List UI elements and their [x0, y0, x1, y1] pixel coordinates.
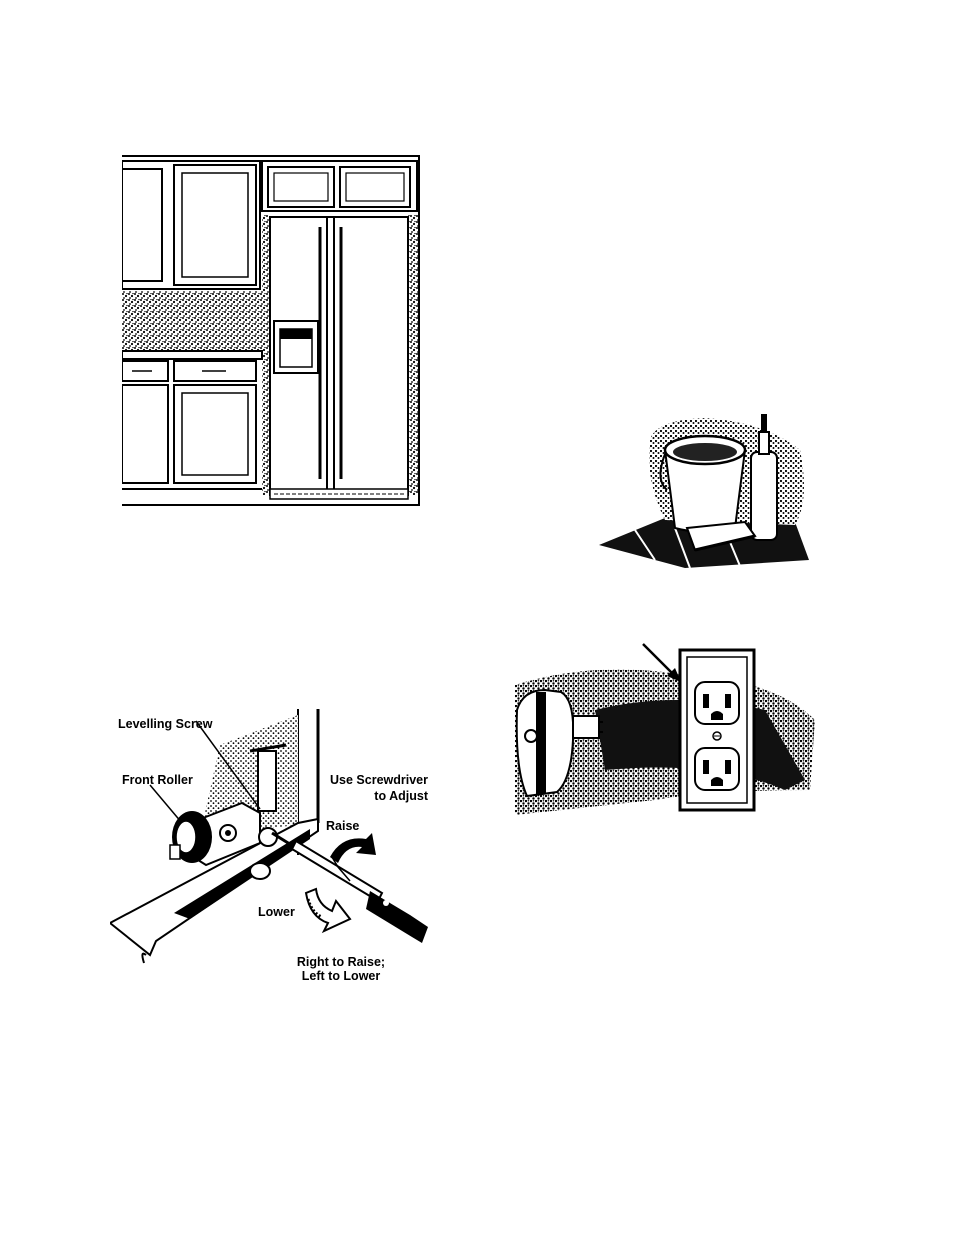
cleaning-supplies-figure [595, 410, 815, 570]
use-screwdriver-label: Use Screwdriver [300, 773, 428, 787]
right-to-raise-label: Right to Raise; [276, 955, 406, 969]
plug-outlet-icon [515, 640, 820, 820]
to-adjust-label: to Adjust [300, 789, 428, 803]
refrigerator-cabinet-icon [122, 155, 422, 507]
bucket-sponge-icon [595, 410, 815, 570]
kitchen-figure [122, 155, 422, 507]
left-to-lower-label: Left to Lower [276, 969, 406, 983]
front-roller-label: Front Roller [122, 773, 193, 787]
raise-label: Raise [326, 819, 359, 833]
outlet-figure [515, 640, 820, 820]
lower-label: Lower [258, 905, 295, 919]
levelling-screw-icon [110, 705, 430, 985]
levelling-screw-label: Levelling Screw [118, 717, 212, 731]
levelling-figure: Levelling Screw Front Roller Use Screwdr… [110, 705, 430, 985]
